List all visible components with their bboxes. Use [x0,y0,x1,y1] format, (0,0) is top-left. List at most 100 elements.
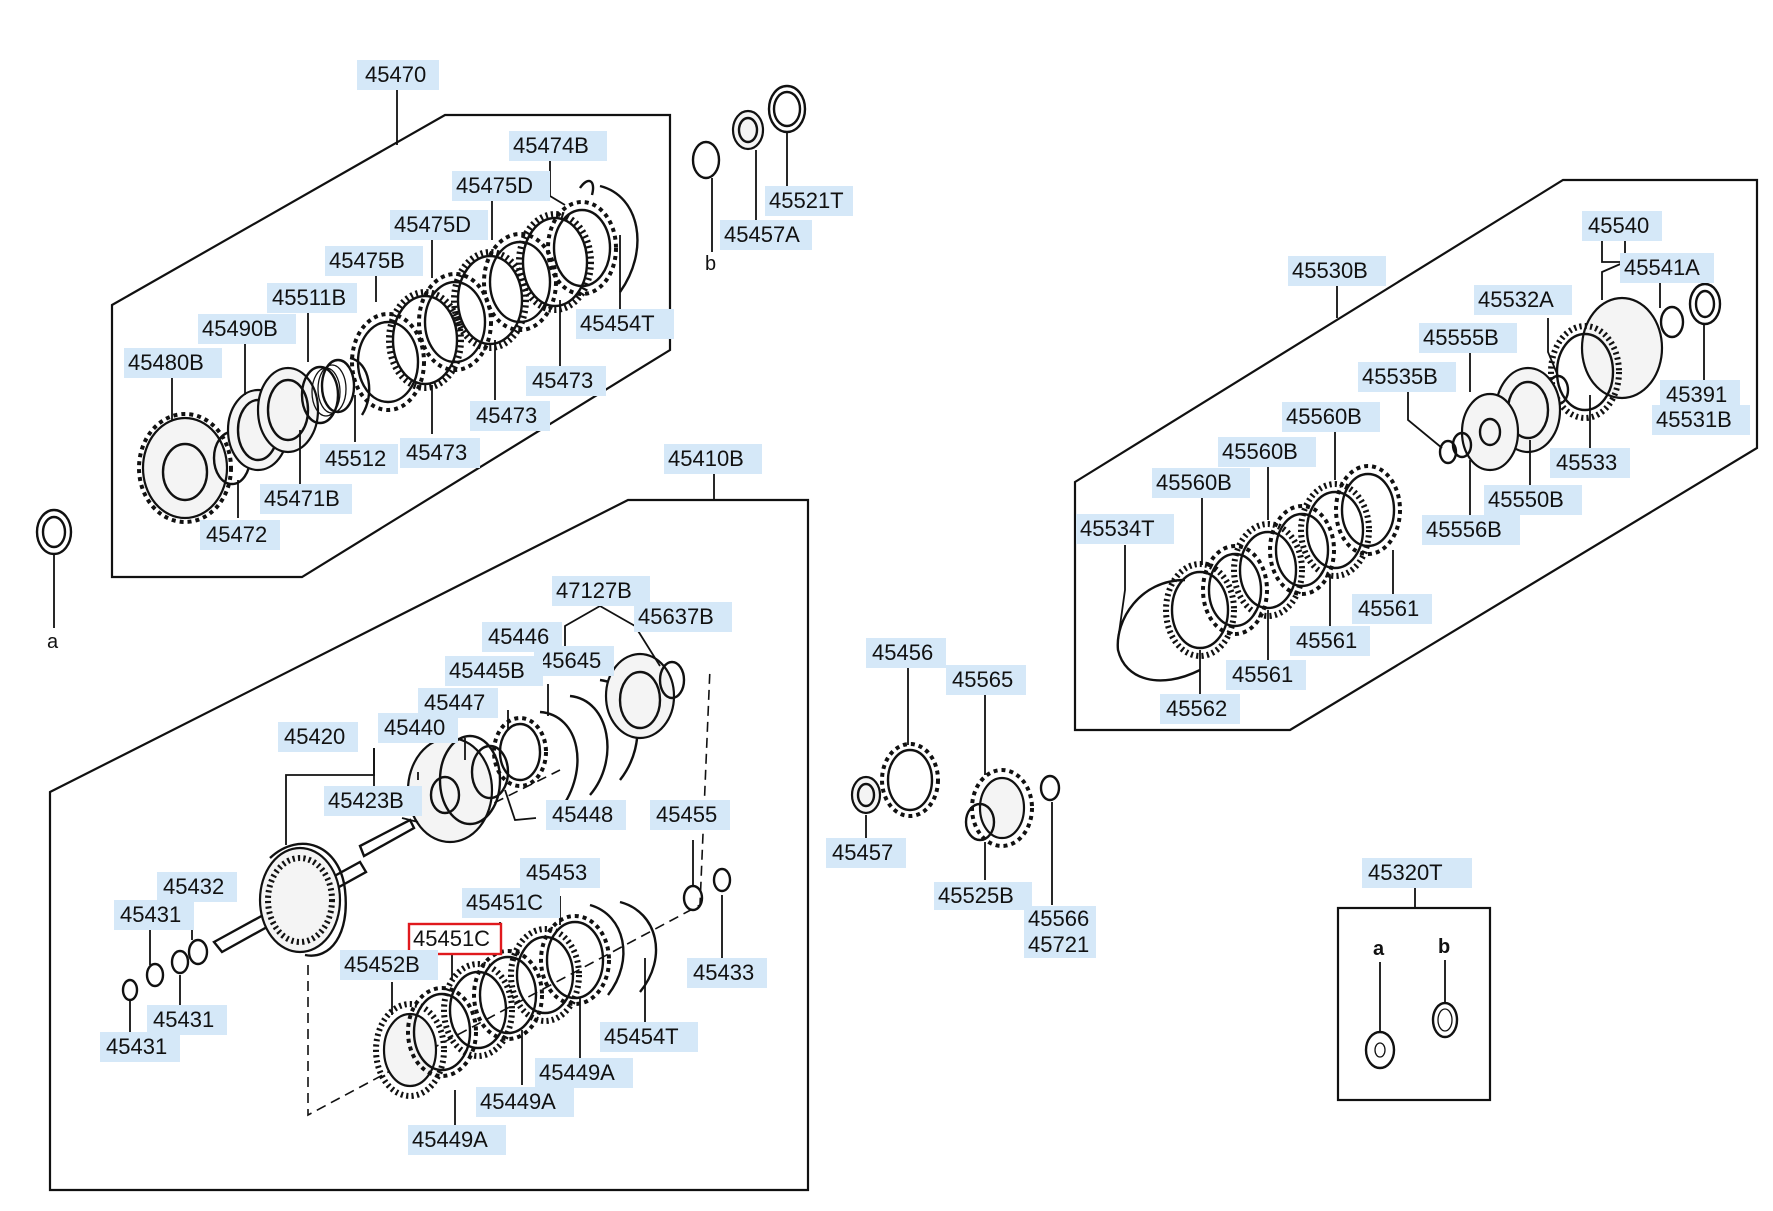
part-callout[interactable]: 45473 [526,366,606,396]
parts-washers-top [35,84,807,556]
part-callout[interactable]: 45410B [664,444,762,474]
part-callout[interactable]: 45454T [600,1022,698,1052]
part-callout[interactable]: 45556B [1422,515,1520,545]
part-callout[interactable]: 45457A [720,220,812,250]
parts-45410B-group [121,652,732,1099]
part-callout[interactable]: 45511B [267,283,357,313]
part-callout[interactable]: 45448 [546,800,626,830]
part-callout[interactable]: 45566 [1024,906,1096,932]
part-callout[interactable]: 45561 [1352,594,1432,624]
part-callout[interactable]: 45420 [278,722,358,752]
part-callout[interactable]: 45475B [325,246,423,276]
part-callout[interactable]: 45432 [157,872,237,902]
part-callout[interactable]: 45433 [687,958,767,988]
part-callout[interactable]: 45637B [634,602,732,632]
part-callout[interactable]: 45534T [1076,514,1174,544]
part-callout[interactable]: 45431 [114,900,194,930]
svg-text:45449A: 45449A [412,1127,488,1152]
part-callout[interactable]: 45533 [1550,448,1630,478]
part-callout[interactable]: 45320T [1362,858,1472,888]
svg-text:45530B: 45530B [1292,258,1368,283]
part-callout[interactable]: 45521T [765,186,853,216]
svg-text:45532A: 45532A [1478,287,1554,312]
svg-text:45540: 45540 [1588,213,1649,238]
svg-text:45451C: 45451C [413,926,490,951]
part-callout[interactable]: 45560B [1218,437,1316,467]
part-callout[interactable]: 45456 [866,638,946,668]
parts-45530B-group [1116,282,1722,682]
svg-text:45473: 45473 [476,403,537,428]
svg-text:45449A: 45449A [480,1089,556,1114]
part-callout[interactable]: 45490B [198,314,296,344]
svg-text:45470: 45470 [365,62,426,87]
part-callout[interactable]: 45475D [452,171,550,201]
part-callout[interactable]: 45445B [445,656,543,686]
svg-text:45560B: 45560B [1286,404,1362,429]
part-callout[interactable]: 45471B [260,484,352,514]
svg-text:45453: 45453 [526,860,587,885]
svg-text:45475D: 45475D [456,173,533,198]
part-callout[interactable]: 45472 [200,520,280,550]
part-callout[interactable]: 45455 [650,800,730,830]
part-callout[interactable]: 45470 [357,60,439,90]
svg-text:45420: 45420 [284,724,345,749]
frame-45410B [48,498,810,1192]
part-callout[interactable]: 47127B [552,576,650,606]
svg-text:45525B: 45525B [938,883,1014,908]
svg-text:45431: 45431 [153,1007,214,1032]
svg-text:45560B: 45560B [1156,470,1232,495]
part-callout[interactable]: 45480B [124,348,222,378]
svg-text:45449A: 45449A [539,1060,615,1085]
part-callout[interactable]: 45452B [340,950,438,980]
part-callout[interactable]: 45475D [390,210,488,240]
svg-text:45433: 45433 [693,960,754,985]
svg-text:45721: 45721 [1028,932,1089,957]
part-callout[interactable]: 45555B [1419,323,1517,353]
svg-text:45561: 45561 [1358,596,1419,621]
part-callout[interactable]: 45449A [535,1058,633,1088]
part-callout[interactable]: 45645 [534,646,614,676]
part-callout[interactable]: 45431 [147,1005,227,1035]
part-callout[interactable]: 45453 [520,858,600,888]
svg-text:45451C: 45451C [466,890,543,915]
part-callout[interactable]: 45721 [1024,932,1096,958]
svg-text:45565: 45565 [952,667,1013,692]
part-callout[interactable]: 45451C [462,888,560,918]
part-callout[interactable]: 45457 [826,838,906,868]
part-callouts: 45470 45474B 45475D 45475D 45475B 45511B… [100,60,1750,1155]
part-callout[interactable]: 45473 [470,401,550,431]
frame-45530B [1073,178,1759,732]
part-callout[interactable]: 45454T [576,309,674,339]
part-callout[interactable]: 45561 [1290,626,1370,656]
part-callout[interactable]: 45541A [1620,253,1714,283]
part-callout[interactable]: 45530B [1288,256,1386,286]
svg-text:45566: 45566 [1028,906,1089,931]
part-callout[interactable]: 45561 [1226,660,1306,690]
svg-text:45447: 45447 [424,690,485,715]
part-callout[interactable]: 45540 [1582,211,1662,241]
part-callout[interactable]: 45560B [1282,402,1380,432]
part-callout[interactable]: 45512 [320,444,398,474]
part-callout[interactable]: 45449A [476,1087,574,1117]
svg-text:45645: 45645 [540,648,601,673]
part-callout[interactable]: 45565 [946,665,1026,695]
part-callout[interactable]: 45440 [378,713,458,743]
part-callout[interactable]: 45560B [1152,468,1250,498]
svg-text:45512: 45512 [325,446,386,471]
part-callout[interactable]: 45431 [100,1032,180,1062]
part-callout[interactable]: 45531B [1652,405,1750,435]
part-callout-selected[interactable]: 45451C [407,922,503,956]
part-callout[interactable]: 45473 [400,438,480,468]
part-callout[interactable]: 45562 [1160,694,1240,724]
svg-text:45550B: 45550B [1488,487,1564,512]
part-callout[interactable]: 45550B [1484,485,1582,515]
reference-letters: a b a b [47,253,1450,960]
part-callout[interactable]: 45532A [1474,285,1572,315]
part-callout[interactable]: 45525B [934,882,1032,910]
part-callout[interactable]: 45474B [509,131,607,161]
part-callout[interactable]: 45449A [408,1125,506,1155]
part-callout[interactable]: 45423B [324,786,422,816]
svg-text:45521T: 45521T [769,188,844,213]
part-callout[interactable]: 45535B [1358,362,1456,392]
svg-text:45535B: 45535B [1362,364,1438,389]
